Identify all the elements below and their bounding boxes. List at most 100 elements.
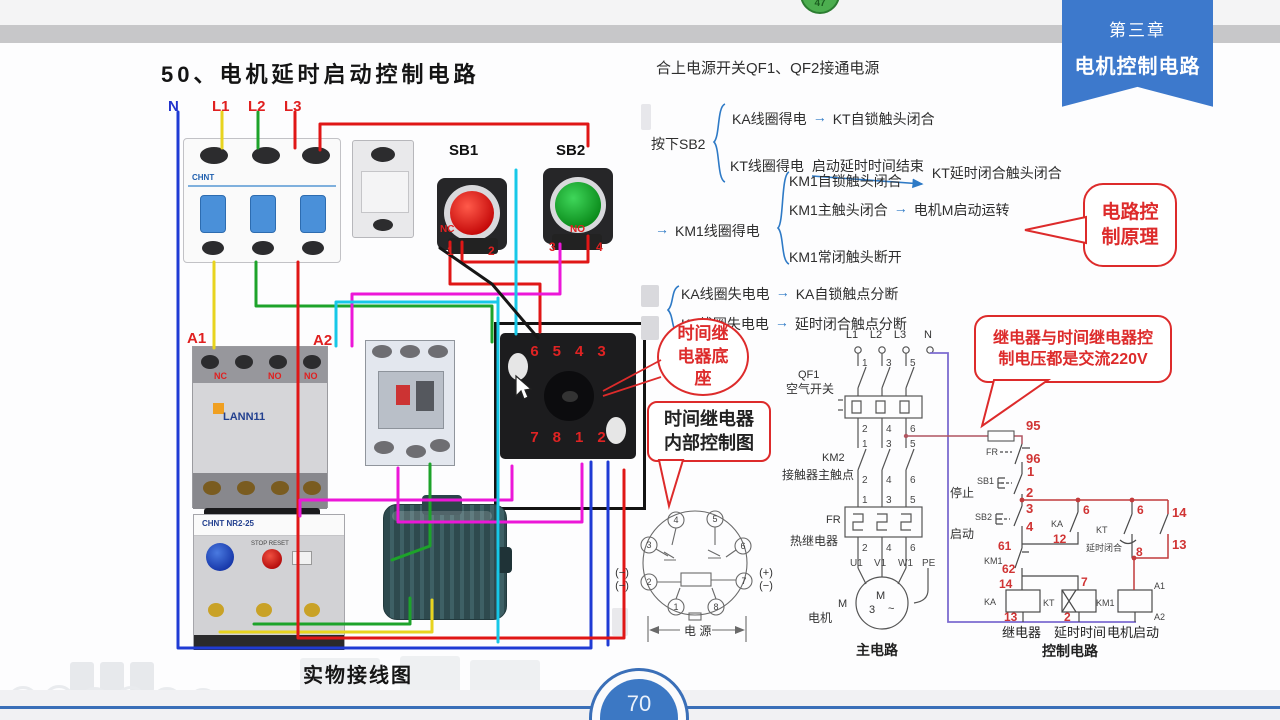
sch-n62: 62 [1002, 562, 1016, 576]
sch-num: 2 [862, 475, 868, 486]
label-no: NO [304, 371, 318, 381]
sch-km1-coil: KM1 [1096, 598, 1115, 608]
sch-n14: 14 [999, 577, 1013, 591]
label-sb1: SB1 [449, 142, 479, 159]
sch-n6a: 6 [1083, 503, 1090, 517]
label-sb1-nc: NC [440, 224, 455, 235]
sch-n6b: 6 [1137, 503, 1144, 517]
sch-n: N [924, 329, 932, 341]
sch-num: 5 [910, 439, 916, 450]
bubble-internal-diagram: 时间继电器内部控制图 [647, 401, 771, 462]
flow-text: KM1常闭触头断开 [789, 249, 902, 265]
label-sb2: SB2 [556, 142, 586, 159]
label-n: N [168, 98, 179, 115]
pin-3: 3 [646, 540, 651, 550]
chapter-ribbon: 第三章 电机控制电路 [1062, 0, 1213, 107]
sch-num: 4 [886, 543, 892, 554]
socket-caption: 电 源 [684, 624, 711, 638]
socket-num: 7 [530, 429, 539, 446]
sch-sb2: SB2 [975, 512, 992, 522]
sch-n4: 4 [1026, 519, 1034, 534]
sch-n14r: 14 [1172, 505, 1187, 520]
contactor-model: LANN11 [223, 411, 266, 423]
sch-num: 3 [886, 439, 892, 450]
socket-pin-diagram: 4 5 3 6 2 7 1 8 (−) (−) (+) (−) 电 源 [615, 510, 773, 642]
pin-2: 2 [646, 577, 651, 587]
sch-num: 1 [862, 495, 868, 506]
flow-text: KT线圈得电 [730, 158, 804, 174]
socket-num: 6 [530, 343, 539, 360]
socket-num: 5 [552, 343, 561, 360]
sch-qf1-name: 空气开关 [786, 381, 834, 396]
chapter-label: 第三章 [1109, 21, 1166, 40]
flow-text: KM1主触头闭合 [789, 202, 888, 218]
label-a1: A1 [187, 330, 207, 347]
bubble-text: 电路控制原理 [1101, 201, 1159, 248]
socket-top-numbers: 6 5 4 3 [500, 343, 636, 360]
sch-num: 5 [910, 495, 916, 506]
bubble-text: 时间继电器内部控制图 [664, 408, 754, 453]
arrow-icon: → [655, 221, 669, 237]
sch-num: 6 [910, 424, 916, 435]
sb2-term-3: 3 [549, 240, 556, 254]
sch-n8: 8 [1136, 545, 1143, 559]
sch-n13r: 13 [1172, 537, 1186, 552]
slide-counter: 47 [814, 0, 826, 9]
sch-num: 6 [910, 475, 916, 486]
socket-num: 2 [597, 429, 606, 446]
sch-main-caption: 主电路 [856, 642, 899, 658]
sch-motor-3: 3 [869, 604, 875, 616]
sch-num: 5 [910, 358, 916, 369]
flow-text: KA线圈失电电 [681, 286, 770, 302]
sch-kt-coil: KT [1043, 598, 1055, 608]
photo-caption: 实物接线图 [303, 665, 413, 687]
faded-thumb [641, 104, 651, 130]
sch-ctrl-caption: 控制电路 [1042, 643, 1099, 659]
sch-n1: 1 [1027, 464, 1034, 479]
sch-pe: PE [922, 558, 936, 569]
pin-7: 7 [741, 576, 746, 586]
sch-n3: 3 [1026, 501, 1033, 516]
flow-text: KT延时闭合触头闭合 [931, 165, 1062, 181]
socket-num: 8 [552, 429, 561, 446]
flow-text: 按下SB2 [651, 136, 706, 152]
sch-num: 1 [862, 439, 868, 450]
pin-8: 8 [713, 602, 718, 612]
sch-delay-close: 延时闭合 [1086, 542, 1122, 553]
sch-u1: U1 [850, 558, 863, 569]
sch-ctrl-fr: FR [986, 447, 998, 457]
label-sb2-no: NO [570, 224, 585, 235]
bubble-principle: 电路控制原理 [1083, 183, 1177, 267]
flow-km1-main: KM1主触头闭合 → 电机M启动运转 [789, 200, 1009, 220]
sch-fr: FR [826, 514, 841, 526]
flow-text-delay: 启动延时时间结束 [811, 158, 924, 174]
sch-cap-motor: 电机启动 [1107, 625, 1159, 640]
sch-motor-m: M [876, 590, 885, 602]
sch-stop: 停止 [950, 485, 974, 500]
sb1-term-2: 2 [488, 244, 495, 258]
top-toolbar [0, 25, 1280, 43]
sch-num: 2 [862, 424, 868, 435]
glass-relay [365, 340, 455, 466]
bubble-socket-base: 时间继电器底座 [657, 318, 749, 396]
arrow-icon: → [775, 284, 790, 300]
sch-km2: KM2 [822, 452, 845, 464]
sch-n2: 2 [1026, 485, 1033, 500]
faded-thumb [612, 608, 628, 636]
schematic-control-circuit: 95 FR 96 1 SB1 停止 2 3 SB2 启动 4 6 KA 12 6… [903, 352, 1187, 659]
sb2-terminals [552, 234, 602, 250]
sch-n7: 7 [1081, 575, 1088, 589]
flow-text: KT自锁触头闭合 [832, 111, 935, 127]
sch-num: 1 [862, 358, 868, 369]
din-relay-module [352, 140, 414, 238]
sch-n95: 95 [1026, 418, 1040, 433]
sch-num: 3 [886, 358, 892, 369]
sch-motor-tilde: ~ [888, 603, 894, 615]
sch-cap-relay: 继电器 [1002, 625, 1041, 640]
timer-socket: 6 5 4 3 7 8 1 2 [500, 333, 636, 459]
flow-text: 电机M启动运转 [913, 202, 1010, 218]
flow-km1-nc: KM1常闭触头断开 [789, 247, 902, 267]
page-number: 70 [626, 691, 652, 716]
label-a2: A2 [313, 332, 333, 349]
watermark [7, 656, 585, 720]
